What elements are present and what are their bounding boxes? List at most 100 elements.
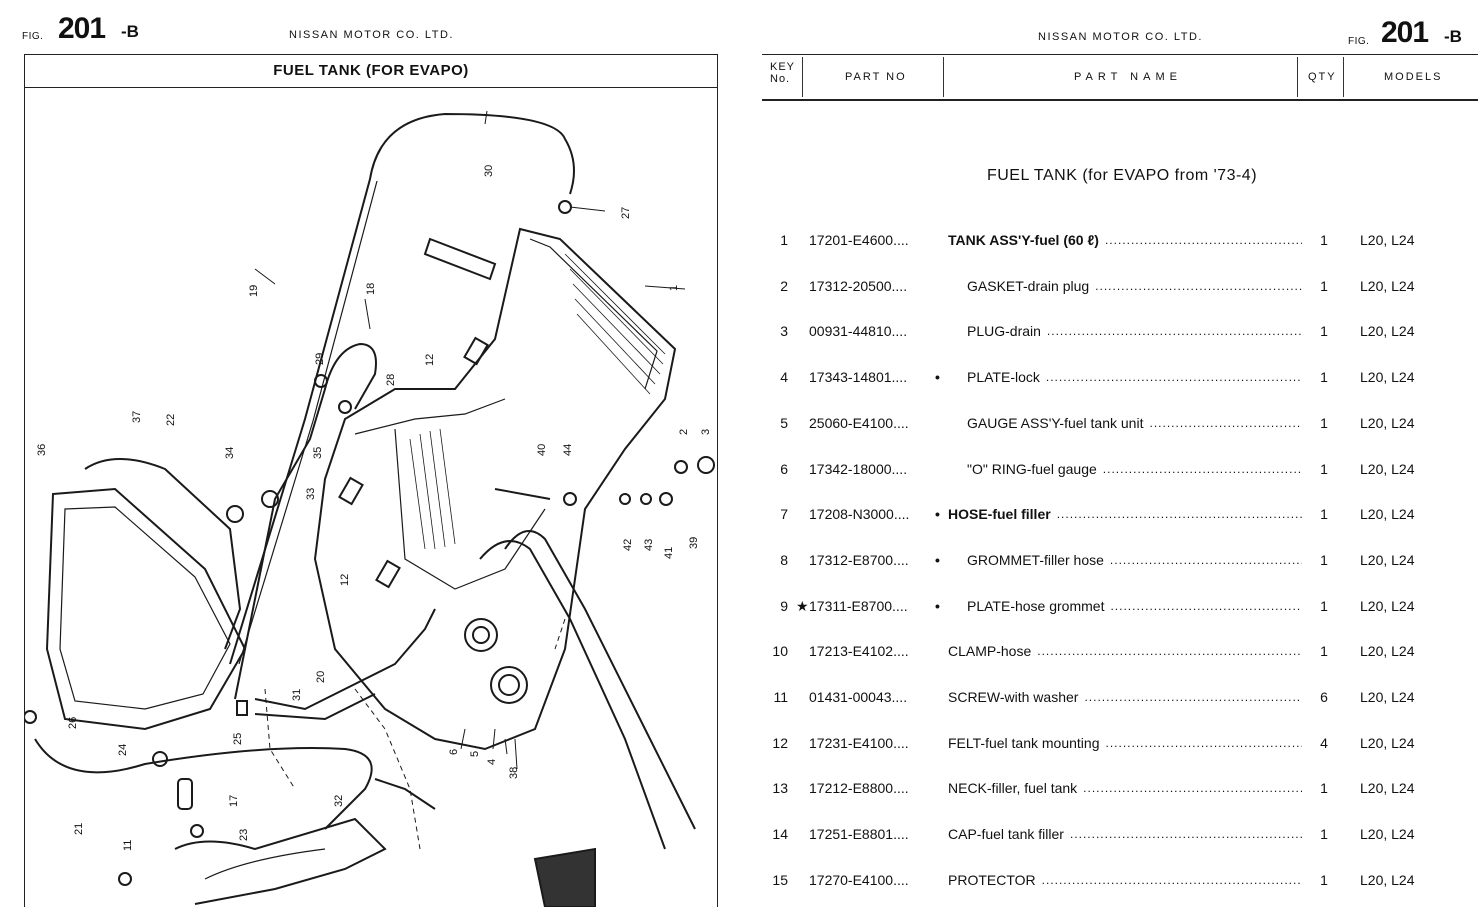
table-header-top-rule xyxy=(762,54,1478,55)
fig-prefix-right: FIG. xyxy=(1348,36,1370,47)
row-models: L20, L24 xyxy=(1360,735,1415,751)
row-part-number: 17208-N3000.... xyxy=(809,506,910,522)
row-models: L20, L24 xyxy=(1360,689,1415,705)
row-part-number: 17312-20500.... xyxy=(809,278,908,294)
callout-26: 26 xyxy=(67,717,79,729)
row-part-number: 17231-E4100.... xyxy=(809,735,909,751)
col-header-key-line1: KEY xyxy=(770,61,796,73)
row-bullet: • xyxy=(935,369,940,385)
maker-label-left: NISSAN MOTOR CO. LTD. xyxy=(289,29,454,41)
row-bullet: • xyxy=(935,552,940,568)
row-part-number: 17213-E4102.... xyxy=(809,643,909,659)
row-part-name: PROTECTOR xyxy=(948,872,1036,888)
row-key: 9 xyxy=(780,598,788,614)
row-part-number: 01431-00043.... xyxy=(809,689,908,705)
diagram-frame xyxy=(24,54,718,907)
callout-32: 32 xyxy=(333,795,345,807)
row-leader-dots: ........................................… xyxy=(1110,599,1302,613)
filler-neck xyxy=(174,817,387,905)
row-leader-dots: ........................................… xyxy=(1095,279,1302,293)
callout-41: 41 xyxy=(663,547,675,559)
row-qty: 1 xyxy=(1320,506,1328,522)
row-part-name: CLAMP-hose xyxy=(948,643,1032,659)
row-part-name: GASKET-drain plug xyxy=(967,278,1090,294)
row-models: L20, L24 xyxy=(1360,415,1415,431)
vent-hose-22 xyxy=(84,458,242,650)
row-models: L20, L24 xyxy=(1360,369,1415,385)
row-part-number: 17251-E8801.... xyxy=(809,826,909,842)
fig-suffix-right: -B xyxy=(1444,27,1462,46)
row-part-number: 17312-E8700.... xyxy=(809,552,909,568)
callout-40: 40 xyxy=(536,444,548,456)
canister-tank xyxy=(45,487,247,731)
fuel-tank-exploded-diagram: 1 2 3 4 5 6 11 12 12 17 18 19 20 21 22 2… xyxy=(25,110,715,907)
callout-25: 25 xyxy=(232,733,244,745)
callout-43: 43 xyxy=(643,539,655,551)
col-separator xyxy=(802,57,803,97)
row-part-name: GAUGE ASS'Y-fuel tank unit xyxy=(967,415,1144,431)
row-part-number: 25060-E4100.... xyxy=(809,415,909,431)
row-bullet: • xyxy=(935,598,940,614)
col-header-key: KEY No. xyxy=(770,61,795,85)
col-separator xyxy=(1297,57,1298,97)
row-leader-dots: ........................................… xyxy=(1037,644,1302,658)
row-part-name: NECK-filler, fuel tank xyxy=(948,780,1078,796)
row-qty: 1 xyxy=(1320,552,1328,568)
row-part-name: SCREW-with washer xyxy=(948,689,1079,705)
row-leader-dots: ........................................… xyxy=(1069,827,1302,841)
row-leader-dots: ........................................… xyxy=(1104,233,1302,247)
table-row: 2 17312-20500.... GASKET-drain plug 1 L20, L… xyxy=(762,278,1482,300)
row-part-number: 17311-E8700.... xyxy=(809,598,908,614)
row-bullet: • xyxy=(935,506,940,522)
row-part-name: PLATE-hose grommet xyxy=(967,598,1105,614)
table-header-bottom-rule xyxy=(762,99,1478,101)
col-separator xyxy=(943,57,944,97)
col-header-qty: QTY xyxy=(1308,71,1337,83)
row-part-name: GROMMET-filler hose xyxy=(967,552,1104,568)
row-models: L20, L24 xyxy=(1360,323,1415,339)
callout-18: 18 xyxy=(365,283,377,295)
row-part-number: 00931-44810.... xyxy=(809,323,908,339)
row-part-name: CAP-fuel tank filler xyxy=(948,826,1064,842)
tank-body xyxy=(313,227,677,751)
callout-30: 30 xyxy=(483,165,495,177)
diagram-title: FUEL TANK (FOR EVAPO) xyxy=(24,54,718,88)
row-leader-dots: ........................................… xyxy=(1046,324,1302,338)
row-key: 10 xyxy=(772,643,788,659)
row-models: L20, L24 xyxy=(1360,278,1415,294)
row-key: 8 xyxy=(780,552,788,568)
row-qty: 4 xyxy=(1320,735,1328,751)
callout-33: 33 xyxy=(305,488,317,500)
row-qty: 1 xyxy=(1320,278,1328,294)
row-qty: 1 xyxy=(1320,369,1328,385)
callout-17: 17 xyxy=(228,795,240,807)
callout-21: 21 xyxy=(73,823,85,835)
callout-23: 23 xyxy=(238,829,250,841)
fig-number-left: 201 xyxy=(58,12,106,45)
callout-31: 31 xyxy=(291,689,303,701)
row-key: 6 xyxy=(780,461,788,477)
callout-19: 19 xyxy=(248,285,260,297)
row-key: 3 xyxy=(780,323,788,339)
maker-label-right: NISSAN MOTOR CO. LTD. xyxy=(1038,31,1203,43)
col-separator xyxy=(1343,57,1344,97)
callout-5: 5 xyxy=(469,751,481,757)
row-key: 2 xyxy=(780,278,788,294)
row-part-number: 17342-18000.... xyxy=(809,461,908,477)
diagram-callouts: 1 2 3 4 5 6 11 12 12 17 18 19 20 21 22 2… xyxy=(36,165,712,851)
row-qty: 6 xyxy=(1320,689,1328,705)
row-key: 12 xyxy=(772,735,788,751)
row-leader-dots: ........................................… xyxy=(1045,370,1302,384)
return-hose-21 xyxy=(34,738,373,830)
row-models: L20, L24 xyxy=(1360,872,1415,888)
col-header-part-name: PART NAME xyxy=(1074,71,1182,83)
